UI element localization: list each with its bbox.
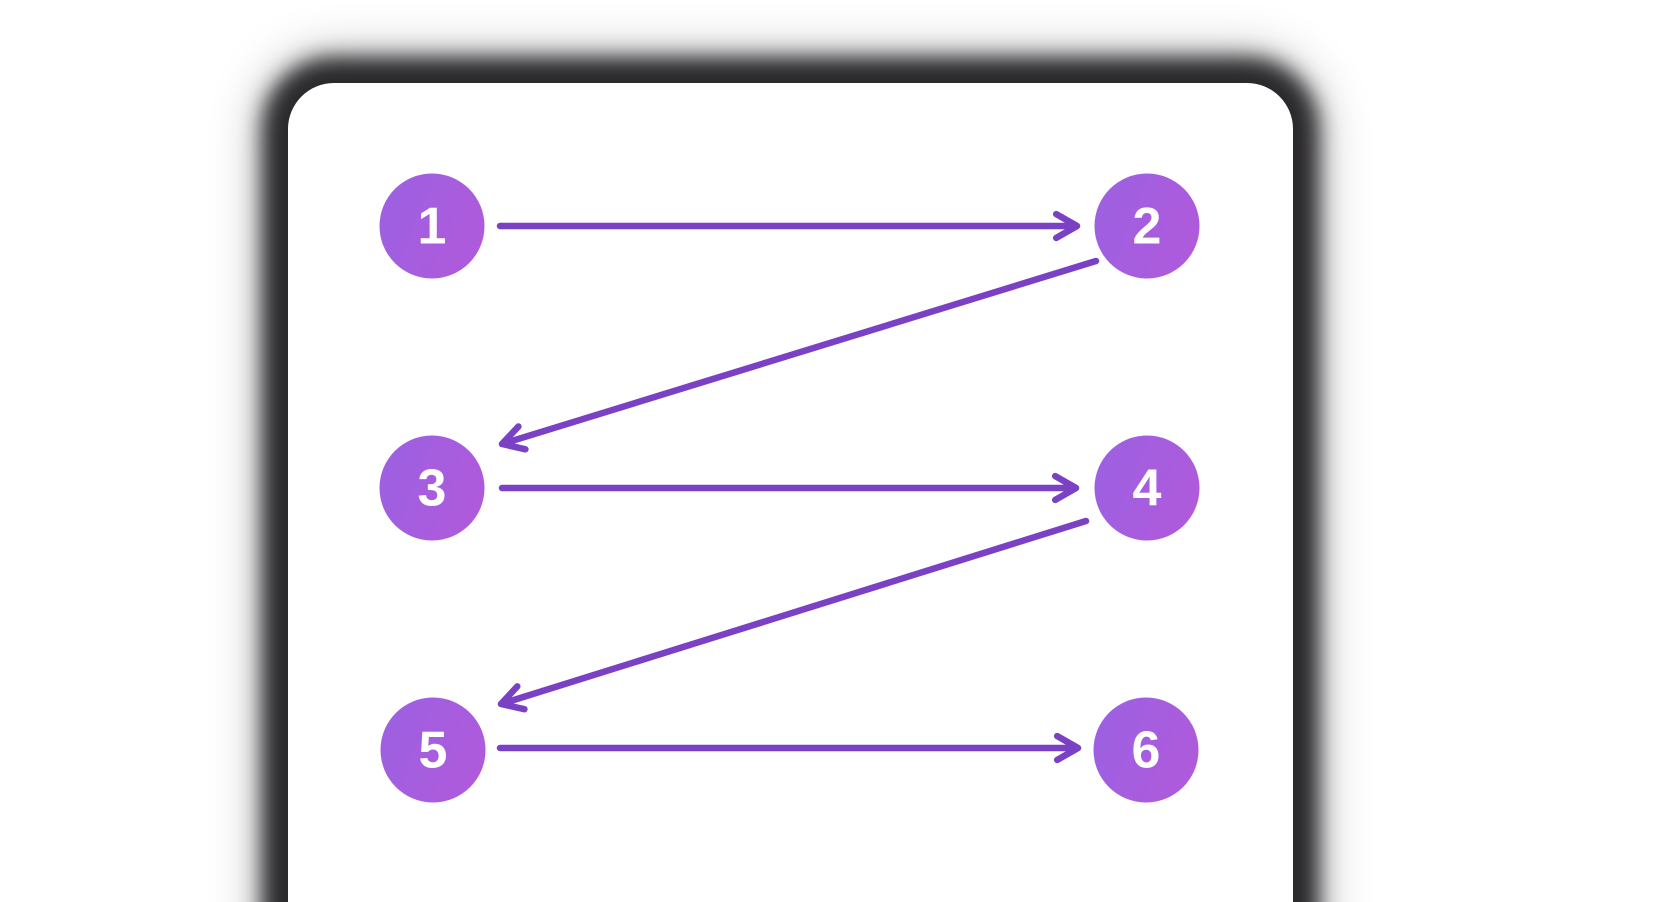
step-number: 5	[418, 721, 448, 779]
step-number: 4	[1132, 459, 1162, 517]
step-node-2: 2	[1094, 173, 1200, 279]
step-node-3: 3	[379, 435, 485, 541]
step-number: 1	[417, 197, 447, 255]
step-node-4: 4	[1094, 435, 1200, 541]
step-node-5: 5	[380, 697, 486, 803]
step-number: 2	[1132, 197, 1162, 255]
step-number: 6	[1131, 721, 1161, 779]
step-node-1: 1	[379, 173, 485, 279]
step-node-6: 6	[1093, 697, 1199, 803]
step-number: 3	[417, 459, 447, 517]
